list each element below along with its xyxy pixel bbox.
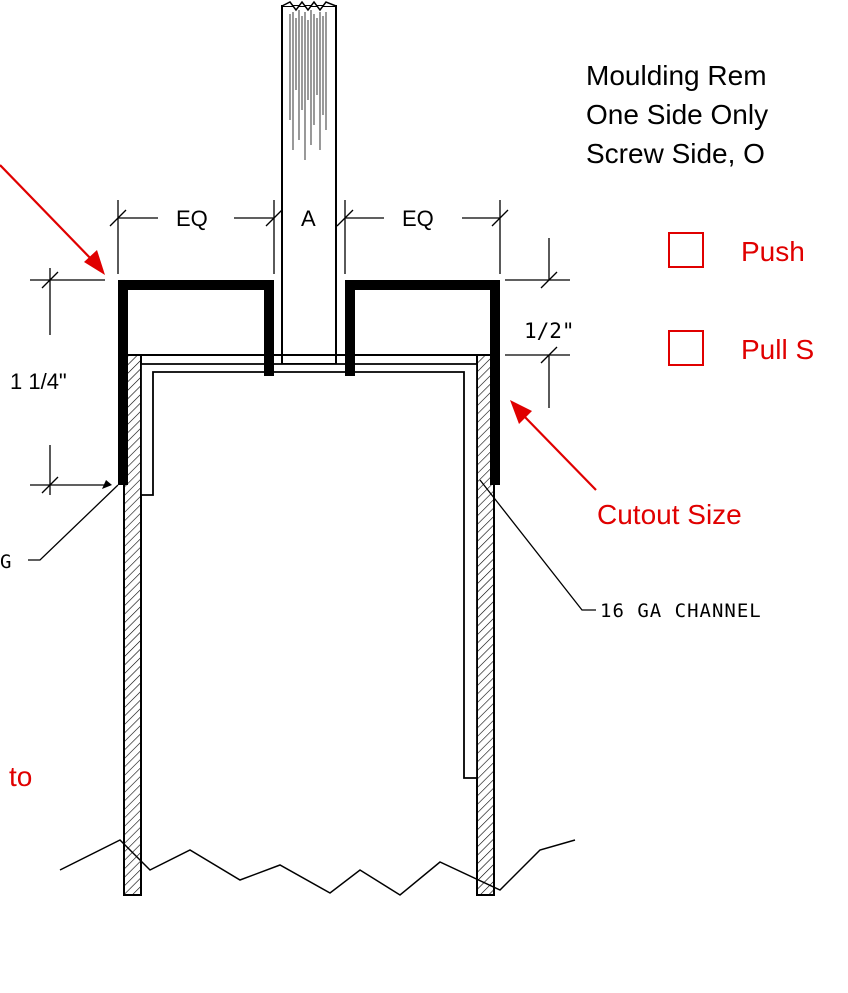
steel-channel xyxy=(140,363,478,779)
checkbox-pull[interactable] xyxy=(668,330,704,366)
label-left-partial: G xyxy=(0,551,12,573)
option-push-label: Push xyxy=(741,236,805,267)
red-arrow-cutout xyxy=(510,400,597,491)
dimension-height-total xyxy=(30,268,110,495)
glass-panel-top xyxy=(281,0,337,365)
dim-glass-a: A xyxy=(301,206,316,231)
note-line-1: Moulding Rem xyxy=(586,60,767,91)
label-16ga-channel: 16 GA CHANNEL xyxy=(600,600,762,622)
dim-height-top: 1/2" xyxy=(524,319,575,343)
dimension-height-top xyxy=(505,238,570,408)
leader-left-label xyxy=(28,484,119,561)
label-red-partial: to xyxy=(9,761,32,792)
dimension-width xyxy=(109,200,509,274)
dim-eq-right: EQ xyxy=(402,206,434,231)
option-pull-label: Pull S xyxy=(741,334,814,365)
checkbox-push[interactable] xyxy=(668,232,704,268)
break-line xyxy=(59,839,576,896)
label-cutout-size: Cutout Size xyxy=(597,499,742,530)
note-line-2: One Side Only xyxy=(586,99,768,130)
note-line-3: Screw Side, O xyxy=(586,138,765,169)
red-arrow-left xyxy=(0,164,105,275)
dim-height-total: 1 1/4" xyxy=(10,369,67,394)
dim-eq-left: EQ xyxy=(176,206,208,231)
leader-channel xyxy=(479,479,596,611)
